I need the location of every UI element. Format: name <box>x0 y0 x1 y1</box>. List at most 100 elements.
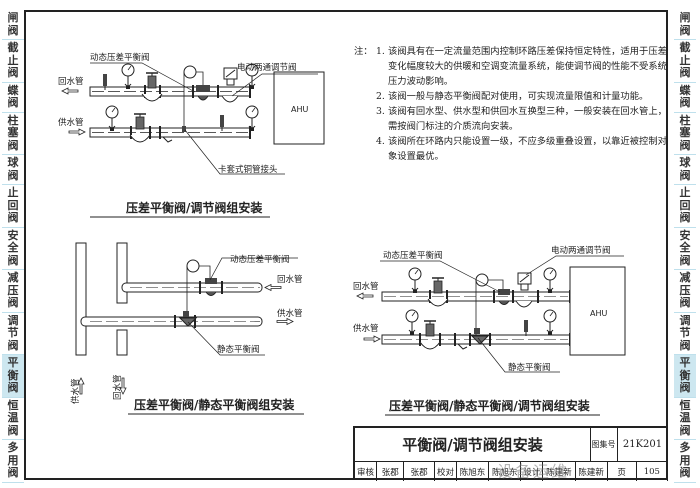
side-tab-char: 阀 <box>7 253 19 267</box>
signature-cell: 张郡 <box>404 462 435 481</box>
return-branch <box>121 282 263 293</box>
side-tab-char: 减 <box>679 271 691 284</box>
side-tab-char: 调 <box>679 313 691 327</box>
side-tab-char: 闸 <box>679 11 691 24</box>
side-tab-item[interactable]: 柱塞阀 <box>674 113 696 155</box>
flow-arrow-left-icon <box>264 283 282 292</box>
side-tab-item[interactable]: 安全阀 <box>2 228 24 270</box>
side-tab-item[interactable]: 闸阀 <box>2 10 24 40</box>
diagram-1-title: 压差平衡阀/调节阀组安装 <box>126 200 262 215</box>
dynamic-pressure-valve-icon <box>183 65 210 130</box>
side-tab-char: 节 <box>7 326 19 339</box>
side-tab-char: 阀 <box>7 23 19 37</box>
side-tab-char: 阀 <box>679 66 691 79</box>
ahu-box <box>569 266 626 356</box>
note-item: 2.该阀一般与静态平衡阀配对使用，可实现流量限值和计量功能。 <box>376 89 670 104</box>
side-tab-item[interactable]: 恒温阀 <box>2 398 24 440</box>
flow-arrow-left-icon <box>61 87 79 95</box>
signature-cell: 陈建新 <box>576 462 608 481</box>
side-tab-char: 塞 <box>7 126 19 139</box>
side-tab-item[interactable]: 调节阀 <box>2 313 24 355</box>
side-tab-item[interactable]: 多用阀 <box>674 440 696 483</box>
drawing-frame <box>24 10 668 480</box>
label-supply-pipe: 供水管 <box>58 117 84 128</box>
signature-cell: 陈建新 <box>543 462 576 481</box>
side-tab-item[interactable]: 调节阀 <box>674 313 696 355</box>
side-tab-char: 回 <box>7 198 19 212</box>
side-tab-item[interactable]: 蝶阀 <box>674 83 696 113</box>
note-number: 3. <box>376 106 385 117</box>
flow-arrow-right-icon <box>276 317 294 326</box>
side-tab-item[interactable]: 平衡阀 <box>2 355 24 398</box>
side-tab-item[interactable]: 恒温阀 <box>674 398 696 440</box>
side-tab-char: 阀 <box>7 96 19 109</box>
side-tab-item[interactable]: 平衡阀 <box>674 355 696 398</box>
side-tab-item[interactable]: 截止阀 <box>674 40 696 83</box>
side-tab-item[interactable]: 柱塞阀 <box>2 113 24 155</box>
diagram-1 <box>61 62 325 218</box>
side-tab-char: 阀 <box>679 211 691 224</box>
side-tab-char: 压 <box>7 283 19 297</box>
side-tab-char: 阀 <box>679 466 691 479</box>
atlas-label: 图集号 <box>590 428 618 461</box>
flow-arrow-right-icon <box>363 335 381 343</box>
side-tab-char: 截 <box>679 41 691 54</box>
notes: 注： 1.该阀具有在一定流量范围内控制环路压差保持恒定特性，适用于压差变化幅度较… <box>354 44 670 164</box>
label-supply-pipe: 供水管 <box>353 323 379 334</box>
side-tab-char: 阀 <box>679 381 691 394</box>
note-number: 2. <box>376 91 385 102</box>
flow-arrow-left-icon <box>356 292 374 300</box>
side-tab-char: 温 <box>7 411 19 424</box>
diagram-2-title: 压差平衡阀/静态平衡阀组安装 <box>134 397 294 412</box>
side-tab-item[interactable]: 减压阀 <box>2 270 24 313</box>
pressure-gauge-icon <box>121 63 135 90</box>
label-return-riser: 回水管 <box>112 374 123 400</box>
pressure-gauge-icon <box>245 105 259 132</box>
diagram-2 <box>75 242 304 415</box>
label-return-pipe: 回水管 <box>277 274 303 285</box>
ahu-box <box>273 71 325 145</box>
side-tab-item[interactable]: 闸阀 <box>674 10 696 40</box>
side-tab-char: 减 <box>7 271 19 284</box>
side-tab-item[interactable]: 截止阀 <box>2 40 24 83</box>
side-tab-item[interactable]: 止回阀 <box>2 185 24 228</box>
note-number: 4. <box>376 136 385 147</box>
side-tab-char: 多 <box>679 441 691 454</box>
side-tab-item[interactable]: 减压阀 <box>674 270 696 313</box>
side-tab-char: 柱 <box>679 113 691 127</box>
side-tab-char: 阀 <box>679 138 691 152</box>
signature-cell: 审核 <box>355 462 378 481</box>
side-tab-char: 调 <box>7 313 19 327</box>
side-tab-char: 球 <box>679 156 691 169</box>
diagram-3-title: 压差平衡阀/静态平衡阀/调节阀组安装 <box>389 398 590 413</box>
label-dynamic-valve: 动态压差平衡阀 <box>230 254 290 265</box>
side-tabs-right: 闸阀截止阀蝶阀柱塞阀球阀止回阀安全阀减压阀调节阀平衡阀恒温阀多用阀 <box>674 10 696 483</box>
side-tab-item[interactable]: 球阀 <box>674 155 696 185</box>
note-item: 1.该阀具有在一定流量范围内控制环路压差保持恒定特性，适用于压差变化幅度较大的供… <box>376 44 670 89</box>
diagram-3 <box>356 255 626 416</box>
side-tab-item[interactable]: 多用阀 <box>2 440 24 483</box>
side-tab-char: 安 <box>679 228 691 242</box>
signature-cell: 陈旭东 <box>457 462 490 481</box>
side-tab-char: 止 <box>7 186 19 199</box>
side-tab-item[interactable]: 蝶阀 <box>2 83 24 113</box>
label-supply-riser: 供水管 <box>70 378 81 404</box>
side-tab-item[interactable]: 止回阀 <box>674 185 696 228</box>
side-tab-char: 阀 <box>679 168 691 182</box>
label-dynamic-valve: 动态压差平衡阀 <box>90 52 150 63</box>
supply-riser <box>75 242 87 356</box>
watermark: 设备运维 <box>497 462 570 481</box>
side-tab-char: 恒 <box>7 398 19 412</box>
pressure-gauge-icon <box>543 309 557 336</box>
side-tab-item[interactable]: 球阀 <box>2 155 24 185</box>
dynamic-pressure-valve-icon <box>186 259 217 316</box>
side-tab-item[interactable]: 安全阀 <box>674 228 696 270</box>
side-tab-char: 用 <box>7 453 19 467</box>
side-tab-char: 阀 <box>679 23 691 37</box>
side-tab-char: 全 <box>7 241 19 254</box>
side-tab-char: 阀 <box>679 96 691 109</box>
label-ahu: AHU <box>291 105 308 114</box>
return-riser-upper <box>116 242 128 304</box>
side-tab-char: 阀 <box>7 423 19 437</box>
